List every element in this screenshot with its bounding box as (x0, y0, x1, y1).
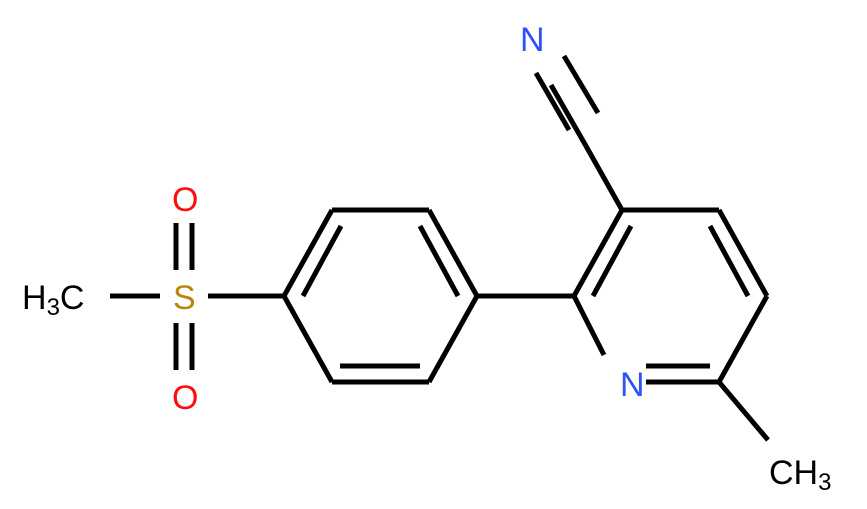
methyl-right-label: CH3 (769, 454, 831, 496)
benzene-ring (281, 207, 480, 385)
bond-c-cn (583, 144, 625, 212)
oxygen-bottom-label: O (172, 379, 198, 417)
pyridine-nitrogen-label: N (620, 366, 645, 404)
oxygen-top-label: O (172, 181, 198, 219)
bond-cn-triple-left (533, 71, 572, 132)
methyl-left-label: H3C (22, 279, 84, 321)
sulfur-label: S (173, 279, 196, 317)
bond-cn-triple-right (561, 54, 601, 115)
bond-cn-triple-center (548, 83, 589, 148)
bond-c6-methyl (717, 380, 770, 442)
pyridine-ring (571, 207, 770, 385)
nitrile-nitrogen-label: N (520, 21, 545, 59)
